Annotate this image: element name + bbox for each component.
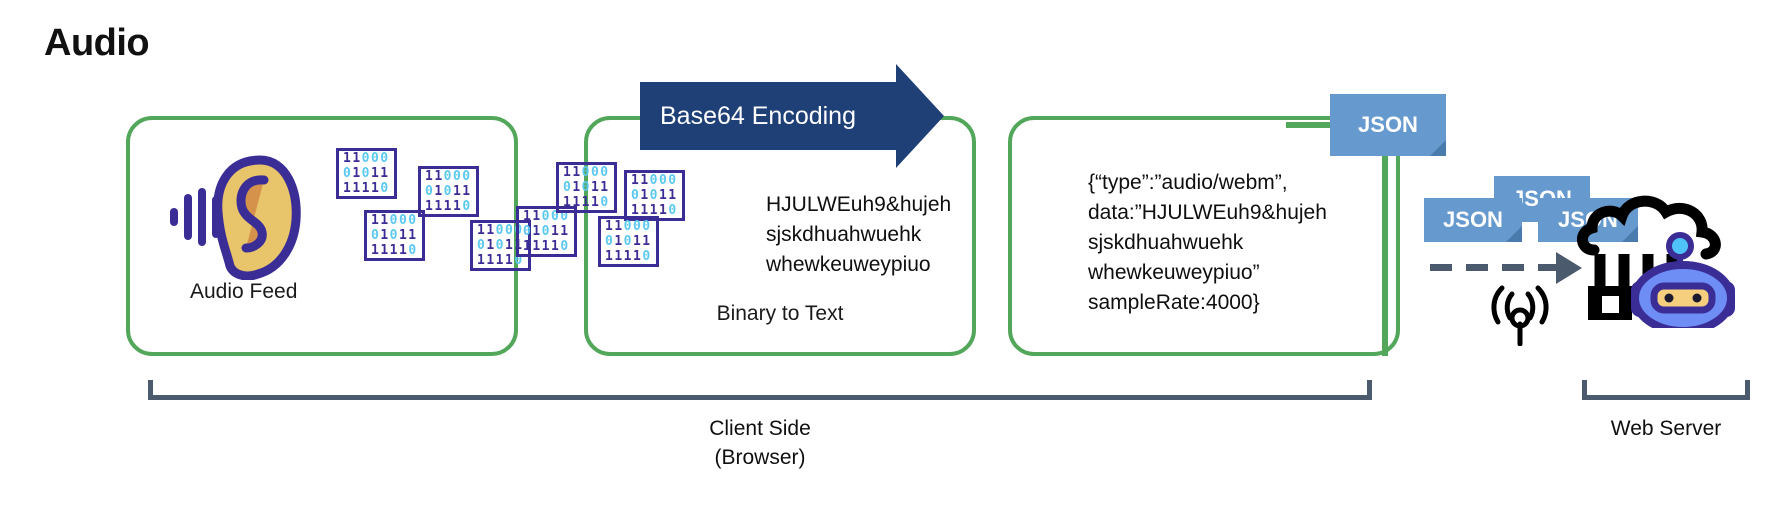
fold-corner-icon [1622, 226, 1638, 242]
base64-encoding-label: Base64 Encoding [660, 101, 856, 130]
dashed-arrow-head-icon [1556, 252, 1582, 284]
bracket-label-web-server: Web Server [1610, 417, 1722, 440]
bracket-label-client-side: Client Side (Browser) [709, 417, 811, 469]
connector-json-tag-vertical [1382, 156, 1388, 356]
fold-corner-icon [1430, 140, 1446, 156]
bracket-web-server [1582, 380, 1750, 400]
json-tag: JSON [1424, 198, 1522, 242]
ear-soundwave-icon [170, 155, 301, 280]
base64-arrow-head-icon [896, 64, 944, 168]
json-tag-label: JSON [1358, 112, 1418, 137]
antenna-broadcast-icon [1491, 285, 1549, 346]
stage-label-binary-to-text: Binary to Text [716, 302, 844, 325]
binary-to-text-content: HJULWEuh9&hujeh sjskdhuahwuehk whewkeuwe… [766, 193, 952, 276]
dashed-arrow-icon [1430, 264, 1556, 271]
bracket-client-side [148, 380, 1372, 400]
base64-encoding-arrow: Base64 Encoding [640, 82, 908, 150]
connector-json-box-to-tag [1286, 122, 1332, 128]
cloud-server-robot-icon [1577, 195, 1735, 328]
fold-corner-icon [1506, 226, 1522, 242]
stage-box-json-payload [1008, 116, 1400, 356]
json-tag-label: JSON [1443, 207, 1503, 232]
json-tag: JSON [1330, 94, 1446, 156]
json-payload-content: {“type”:”audio/webm”, data:”HJULWEuh9&hu… [1088, 171, 1327, 314]
stage-label-audio-feed: Audio Feed [190, 280, 298, 303]
page-title: Audio [44, 22, 150, 64]
